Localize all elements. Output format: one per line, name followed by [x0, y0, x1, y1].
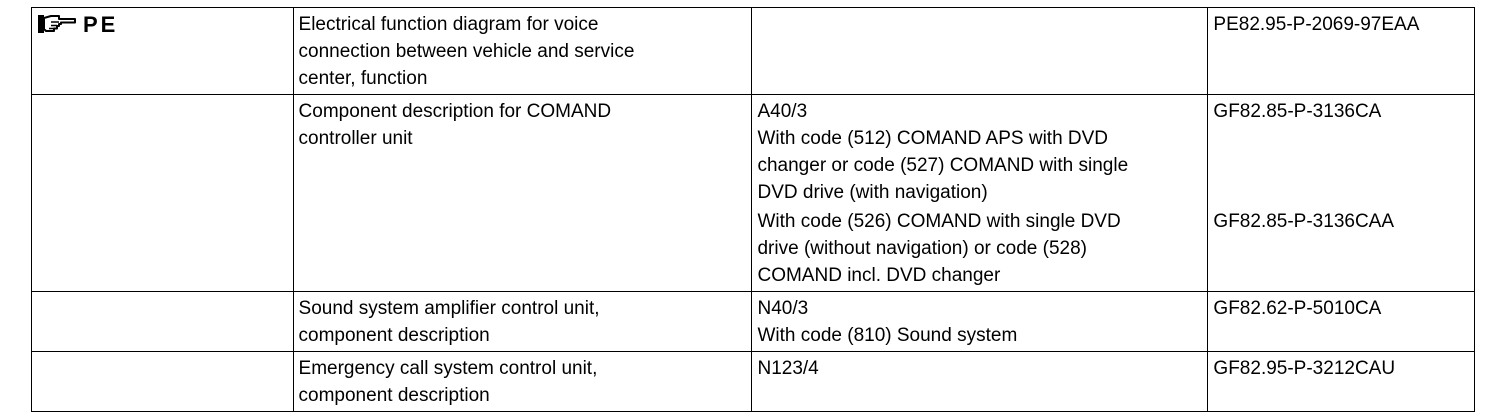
description-line: Sound system amplifier control unit,	[298, 298, 600, 319]
detail-line: With code (512) COMAND APS with DVD	[757, 128, 1109, 149]
document-cell: GF82.85-P-3136CA GF82.85-P-3136CAA	[1207, 94, 1475, 292]
document-block: GF82.85-P-3136CA	[1213, 98, 1469, 206]
section-label: PE	[83, 12, 119, 37]
document-link[interactable]: GF82.95-P-3212CAU	[1213, 358, 1396, 379]
section-header-cell: PE	[31, 7, 294, 95]
detail-cell: A40/3 With code (512) COMAND APS with DV…	[751, 94, 1209, 292]
component-code: A40/3	[757, 101, 808, 122]
table-row: Sound system amplifier control unit, com…	[31, 291, 1475, 352]
pointing-hand-icon	[38, 15, 76, 33]
description-line: component description	[298, 325, 490, 346]
description-cell: Sound system amplifier control unit, com…	[292, 291, 753, 352]
description-line: Electrical function diagram for voice	[298, 14, 599, 35]
document-link[interactable]: GF82.62-P-5010CA	[1213, 298, 1382, 319]
component-code: N123/4	[757, 358, 819, 379]
empty-cell	[31, 291, 294, 352]
detail-line: With code (526) COMAND with single DVD	[757, 211, 1121, 232]
section-header: PE	[37, 11, 118, 39]
description-line: Component description for COMAND	[298, 101, 612, 122]
detail-cell: N123/4	[751, 351, 1209, 412]
component-code: N40/3	[757, 298, 809, 319]
document-cell: PE82.95-P-2069-97EAA	[1207, 7, 1475, 95]
document-block: GF82.85-P-3136CAA	[1213, 208, 1469, 235]
detail-cell	[751, 7, 1209, 95]
description-line: controller unit	[298, 128, 413, 149]
description-cell: Component description for COMAND control…	[292, 94, 753, 292]
detail-line: DVD drive (with navigation)	[757, 182, 988, 203]
table-row: PE Electrical function diagram for voice…	[31, 7, 1475, 95]
empty-cell	[31, 351, 294, 412]
document-cell: GF82.95-P-3212CAU	[1207, 351, 1475, 412]
document-link[interactable]: GF82.85-P-3136CAA	[1213, 211, 1395, 232]
detail-line: drive (without navigation) or code (528)	[757, 238, 1087, 259]
table-row: Emergency call system control unit, comp…	[31, 351, 1475, 412]
description-line: center, function	[298, 68, 428, 89]
document-link[interactable]: GF82.85-P-3136CA	[1213, 101, 1382, 122]
table-row: Component description for COMAND control…	[31, 94, 1475, 292]
reference-table: PE Electrical function diagram for voice…	[31, 7, 1475, 412]
document-link[interactable]: PE82.95-P-2069-97EAA	[1213, 14, 1420, 35]
description-line: component description	[298, 385, 490, 406]
detail-block: With code (526) COMAND with single DVD d…	[757, 208, 1202, 289]
detail-cell: N40/3 With code (810) Sound system	[751, 291, 1209, 352]
description-cell: Electrical function diagram for voice co…	[292, 7, 753, 95]
detail-line: COMAND incl. DVD changer	[757, 265, 1001, 286]
description-line: Emergency call system control unit,	[298, 358, 598, 379]
detail-line: With code (810) Sound system	[757, 325, 1018, 346]
detail-block: A40/3 With code (512) COMAND APS with DV…	[757, 98, 1202, 206]
description-line: connection between vehicle and service	[298, 41, 635, 62]
empty-cell	[31, 94, 294, 292]
document-cell: GF82.62-P-5010CA	[1207, 291, 1475, 352]
description-cell: Emergency call system control unit, comp…	[292, 351, 753, 412]
detail-line: changer or code (527) COMAND with single	[757, 155, 1129, 176]
